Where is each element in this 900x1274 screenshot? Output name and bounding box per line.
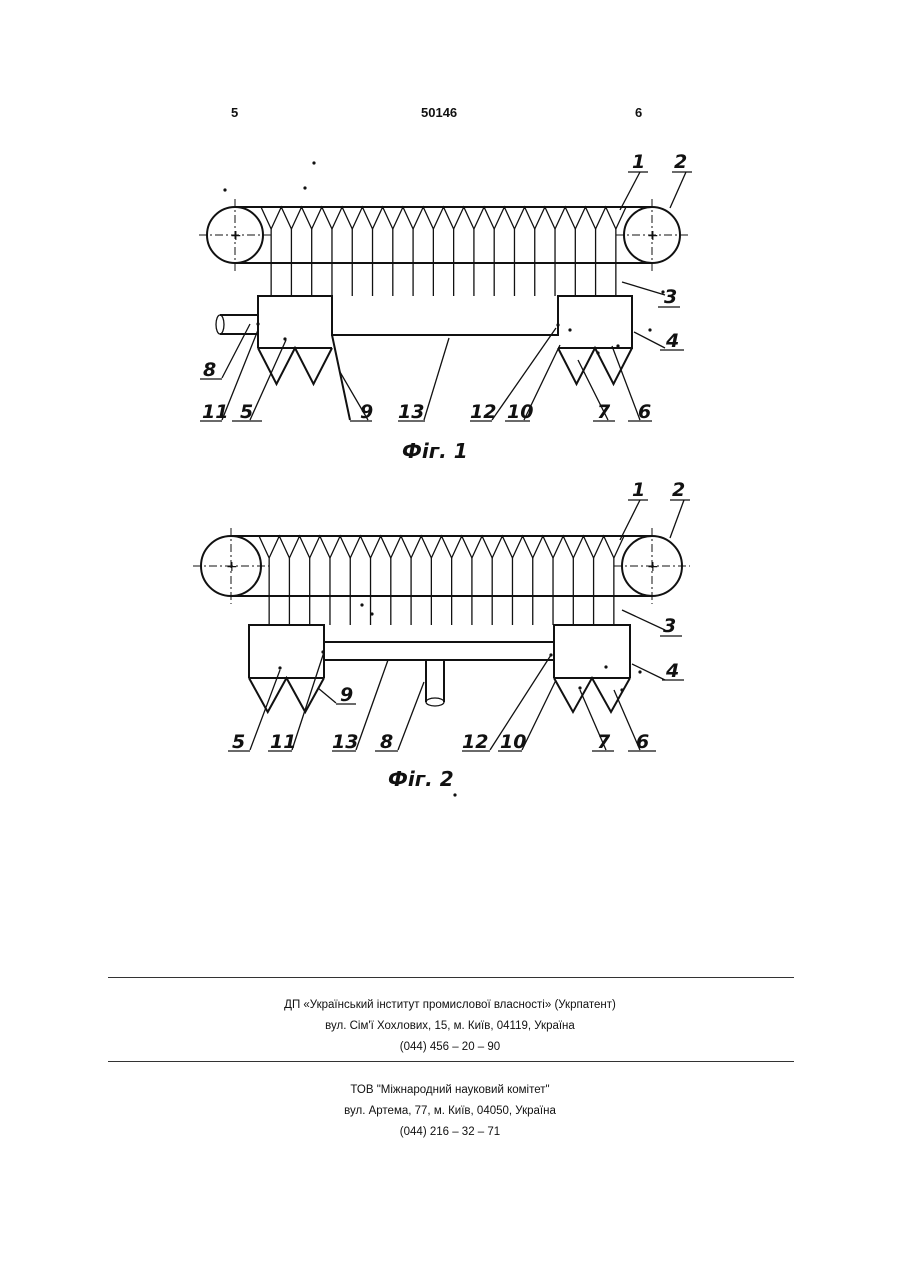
fig2-label-4: 4 — [665, 660, 679, 682]
fig1-dot — [648, 328, 651, 331]
fig2-dot — [453, 793, 456, 796]
fig2-label-12: 12 — [462, 731, 488, 753]
fig2-right-pulley-center-mark: + — [647, 559, 659, 575]
fig1-leader-6 — [612, 346, 640, 420]
patent-drawings: ++12345678910111213Фіг. 1 ++123456789101… — [0, 0, 900, 820]
fig2-pipe-end — [426, 698, 444, 706]
publisher-info: ДП «Український інститут промислової вла… — [0, 995, 900, 1058]
fig1-caption: Фіг. 1 — [402, 439, 468, 463]
fig2-dot — [604, 665, 607, 668]
fig2-dot — [620, 688, 623, 691]
fig1-leader-4 — [634, 332, 665, 348]
fig1-dot — [568, 328, 571, 331]
fig1-zigzag-partitions — [261, 207, 626, 229]
fig2-dot — [360, 603, 363, 606]
fig1-dot — [303, 186, 306, 189]
fig1-label-13: 13 — [398, 401, 424, 423]
fig2-leader-8 — [398, 682, 424, 750]
fig2-leader-2 — [670, 500, 684, 538]
publisher-phone: (044) 456 – 20 – 90 — [0, 1037, 900, 1058]
publisher-name: ДП «Український інститут промислової вла… — [0, 995, 900, 1016]
fig1-label-6: 6 — [638, 401, 651, 423]
fig2-dot — [278, 666, 281, 669]
fig2-label-11: 11 — [270, 731, 296, 753]
footer-top-rule — [108, 977, 794, 978]
fig1-label-11: 11 — [202, 401, 228, 423]
fig1-right-pulley-center-mark: + — [647, 228, 659, 244]
fig2-label-9: 9 — [340, 684, 353, 706]
fig2-leader-4 — [632, 664, 665, 680]
fig2-label-1: 1 — [632, 479, 645, 501]
fig2-leader-10 — [522, 680, 556, 750]
fig2-label-2: 2 — [672, 479, 685, 501]
publisher-address: вул. Сім'ї Хохлових, 15, м. Київ, 04119,… — [0, 1016, 900, 1037]
footer-middle-rule — [108, 1061, 794, 1062]
fig2-label-6: 6 — [636, 731, 649, 753]
fig2-label-5: 5 — [232, 731, 245, 753]
fig2-housing-top — [249, 625, 630, 678]
fig1-left-pulley-center-mark: + — [230, 228, 242, 244]
fig2-label-13: 13 — [332, 731, 358, 753]
fig1-pipe-end — [216, 315, 224, 334]
fig2-label-7: 7 — [597, 731, 611, 753]
fig1-label-7: 7 — [597, 401, 611, 423]
fig1-label-8: 8 — [203, 359, 216, 381]
fig1-label-10: 10 — [507, 401, 533, 423]
fig1-label-12: 12 — [470, 401, 496, 423]
committee-info: ТОВ "Міжнародний науковий комітет" вул. … — [0, 1080, 900, 1143]
fig1-leader-3 — [622, 282, 665, 295]
fig2-caption: Фіг. 2 — [388, 767, 454, 791]
fig2-dot — [370, 612, 373, 615]
fig1-leader-1 — [620, 172, 640, 210]
fig1-leader-8 — [222, 324, 250, 378]
committee-address: вул. Артема, 77, м. Київ, 04050, Україна — [0, 1101, 900, 1122]
fig1-label-9: 9 — [360, 401, 373, 423]
fig2-label-8: 8 — [380, 731, 393, 753]
fig1-label-4: 4 — [665, 330, 679, 352]
fig2-leader-3 — [622, 610, 665, 630]
fig2-zigzag-partitions — [259, 536, 624, 558]
fig1-leader-5 — [250, 340, 286, 420]
fig1-housing — [258, 296, 632, 348]
fig1-label-1: 1 — [632, 151, 645, 173]
fig1-dot — [556, 323, 559, 326]
fig2-dot — [638, 670, 641, 673]
fig1-leader-13 — [424, 338, 449, 420]
fig1-leader-2 — [670, 172, 686, 208]
fig2-dot — [578, 686, 581, 689]
committee-name: ТОВ "Міжнародний науковий комітет" — [0, 1080, 900, 1101]
fig1-dot — [256, 322, 259, 325]
fig1-hopper-6 — [558, 348, 632, 384]
fig1-dot — [596, 351, 599, 354]
fig2-leader-9 — [318, 688, 336, 703]
fig2-label-3: 3 — [663, 615, 676, 637]
fig2-leader-11 — [292, 652, 324, 750]
fig2-left-pulley-center-mark: + — [226, 559, 238, 575]
fig2-hopper-5 — [249, 678, 324, 712]
fig1-dot — [223, 188, 226, 191]
fig1-label-5: 5 — [240, 401, 253, 423]
committee-phone: (044) 216 – 32 – 71 — [0, 1122, 900, 1143]
fig1-label-2: 2 — [674, 151, 687, 173]
figure-2-drawing: ++12345678910111213Фіг. 2 — [193, 479, 690, 797]
figure-1-drawing: ++12345678910111213Фіг. 1 — [199, 151, 692, 463]
fig2-label-10: 10 — [500, 731, 526, 753]
fig2-leader-1 — [620, 500, 640, 540]
fig1-label-3: 3 — [664, 286, 677, 308]
fig1-dot — [312, 161, 315, 164]
fig2-hopper-6 — [554, 678, 630, 712]
fig1-dot — [616, 344, 619, 347]
